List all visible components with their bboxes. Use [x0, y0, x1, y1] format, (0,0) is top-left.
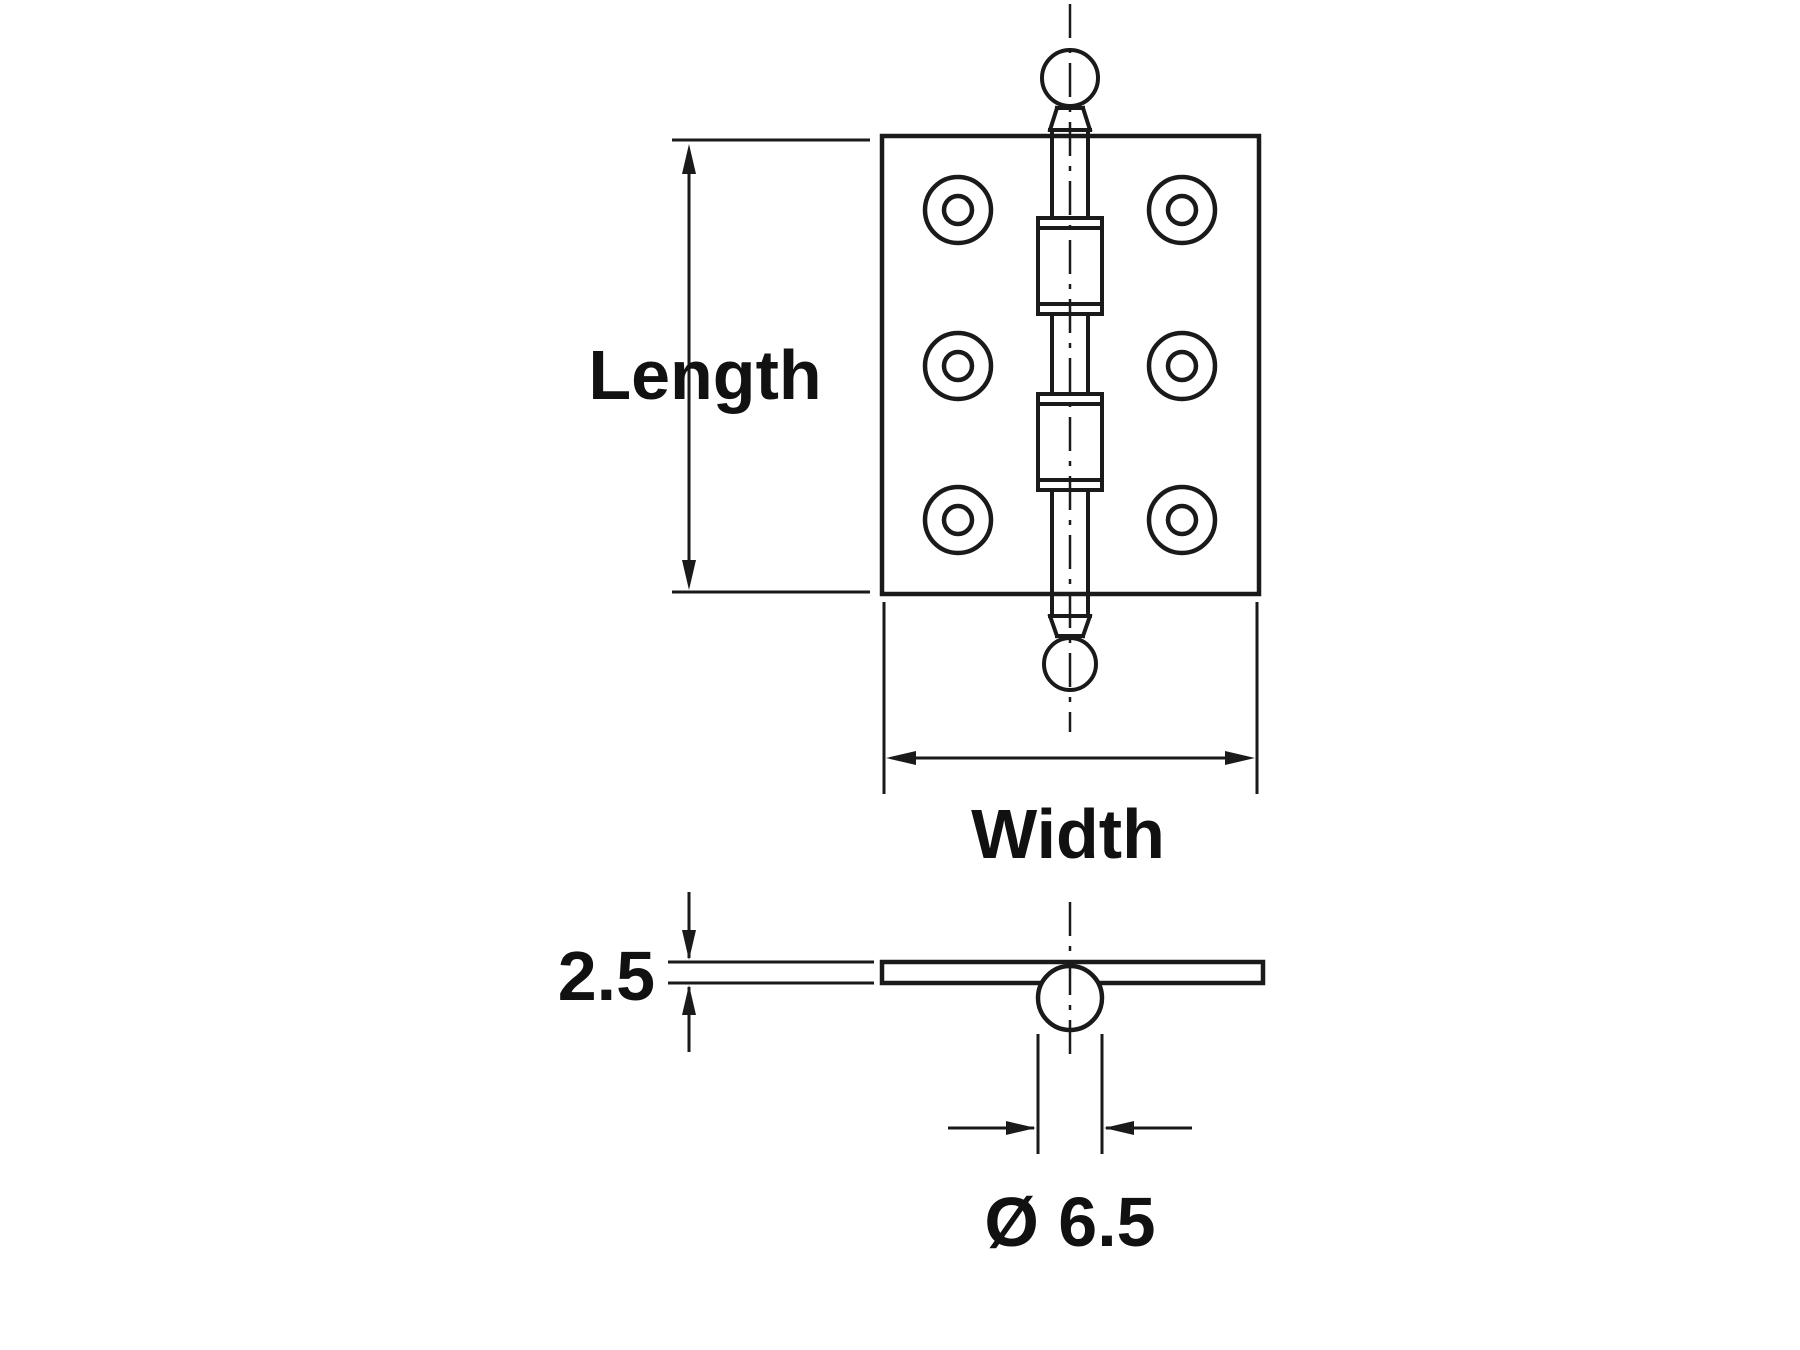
screw-hole	[922, 484, 994, 556]
arrowhead-down	[682, 560, 696, 590]
screw-hole	[1146, 174, 1218, 246]
screw-hole	[1146, 330, 1218, 402]
knuckle-pin-column	[1036, 128, 1104, 618]
thickness-dimension: 2.5	[558, 892, 874, 1052]
screw-hole	[922, 330, 994, 402]
screw-holes	[922, 174, 1218, 556]
top-finial	[1040, 48, 1100, 133]
hinge-front-view	[879, 4, 1262, 732]
arrowhead-up	[682, 985, 696, 1015]
width-label: Width	[971, 795, 1165, 873]
pin-diameter-label: Ø 6.5	[984, 1183, 1155, 1261]
arrowhead-right	[1225, 751, 1255, 765]
screw-hole	[922, 174, 994, 246]
screw-hole	[1146, 484, 1218, 556]
finial-collar-line	[1047, 613, 1060, 639]
arrowhead-down	[682, 930, 696, 960]
hinge-side-view	[879, 902, 1266, 1060]
finial-collar-line	[1047, 105, 1060, 133]
thickness-label: 2.5	[558, 937, 655, 1015]
length-label: Length	[588, 336, 821, 414]
finial-collar-line	[1080, 105, 1093, 133]
arrowhead-up	[682, 144, 696, 174]
bottom-ball	[1042, 636, 1098, 692]
pin-diameter-dimension: Ø 6.5	[948, 1034, 1192, 1261]
width-dimension: Width	[882, 602, 1259, 873]
arrowhead-left	[886, 751, 916, 765]
hinge-plate	[879, 133, 1262, 597]
bottom-finial	[1042, 613, 1098, 692]
arrowhead-left	[1104, 1121, 1134, 1135]
finial-collar-line	[1080, 613, 1093, 639]
length-dimension: Length	[588, 138, 870, 594]
arrowhead-right	[1006, 1121, 1036, 1135]
